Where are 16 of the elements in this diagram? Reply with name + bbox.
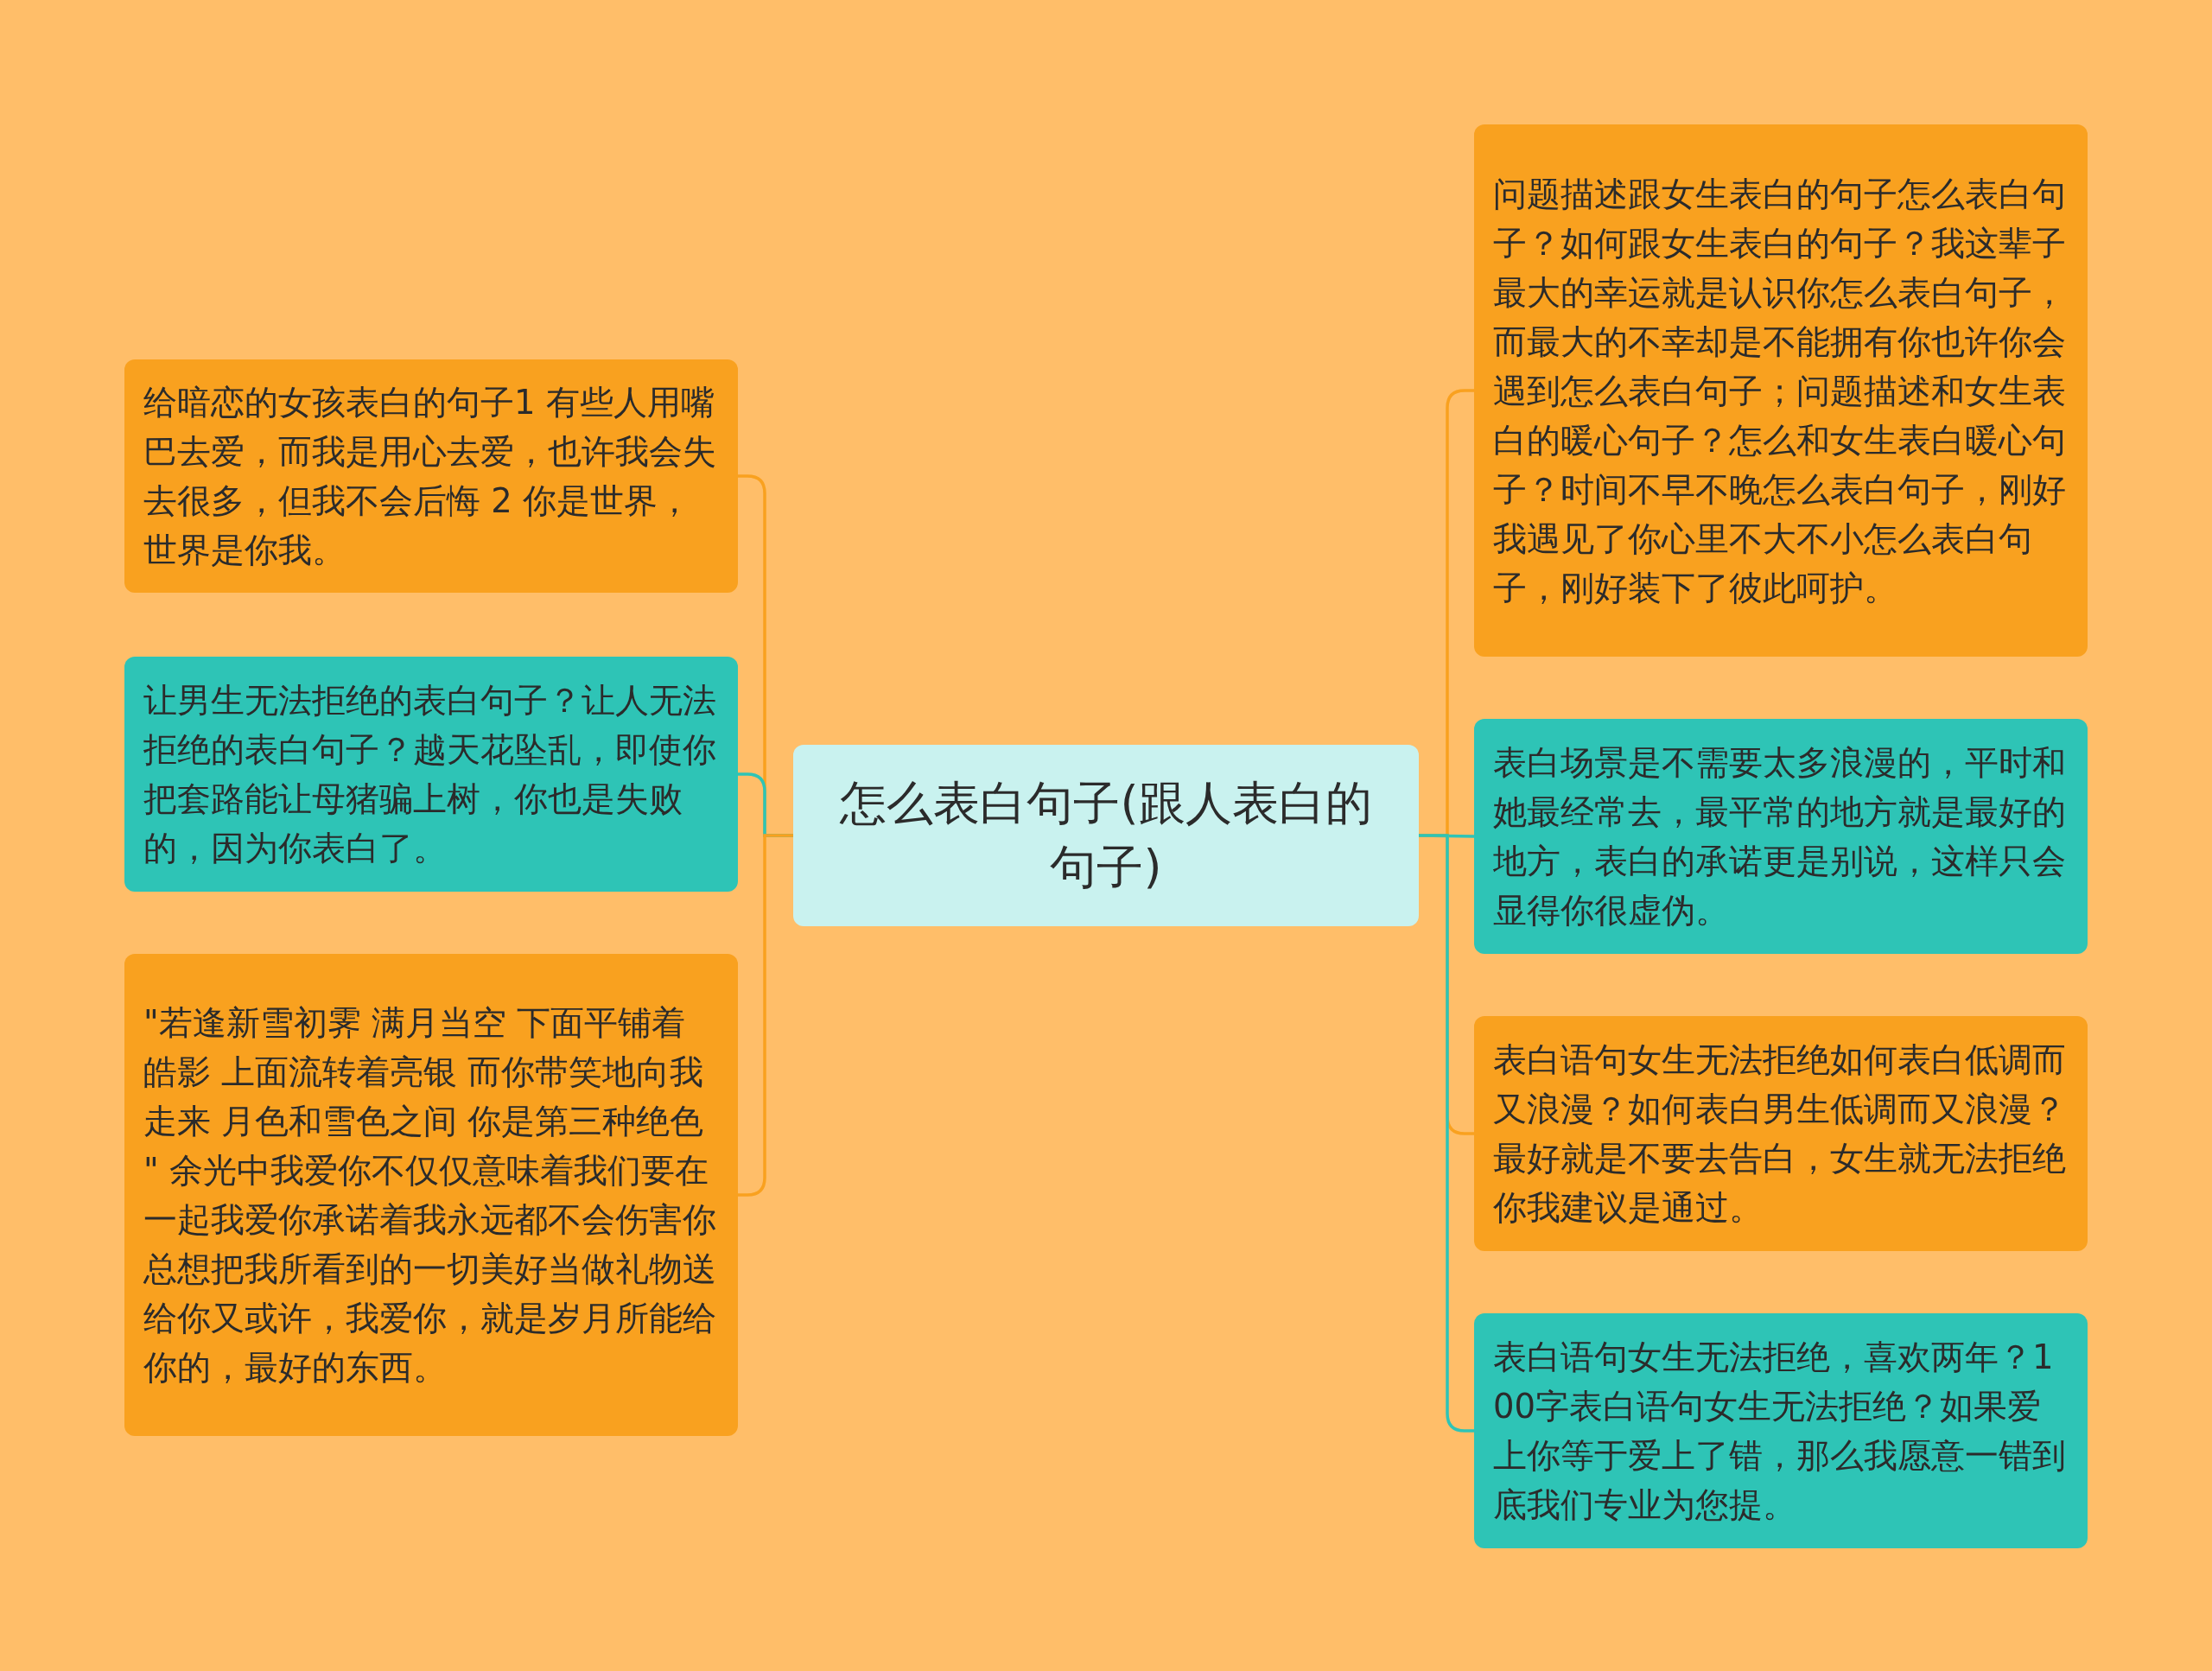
- branch-text: 表白语句女生无法拒绝，喜欢两年？100字表白语句女生无法拒绝？如果爱上你等于爱上了错，那么我愿意一错到底我们专业为您提。: [1493, 1337, 2067, 1526]
- branch-box: [124, 954, 738, 1436]
- branch-box: [1474, 1016, 2088, 1251]
- topic-title: 怎么表白句子(跟人表白的句子): [838, 775, 1373, 896]
- branch-box: [124, 359, 738, 593]
- branch-text: 让男生无法拒绝的表白句子？让人无法拒绝的表白句子？越天花坠乱，即使你把套路能让母猪骗上树，你也是失败的，因为你表白了。: [143, 680, 717, 869]
- branch-box: [1474, 1313, 2088, 1548]
- branch-box: [1474, 719, 2088, 954]
- branch-text: 给暗恋的女孩表白的句子1 有些人用嘴巴去爱，而我是用心去爱，也许我会失去很多，但我不会后悔 2 你是世界，世界是你我。: [143, 382, 717, 571]
- branch-box: [1474, 124, 2088, 657]
- branch-text: 表白场景是不需要太多浪漫的，平时和她最经常去，最平常的地方就是最好的地方，表白的承诺更是别说，这样只会显得你很虚伪。: [1493, 742, 2067, 931]
- topic-box: [793, 745, 1419, 926]
- branch-text: 问题描述跟女生表白的句子怎么表白句子？如何跟女生表白的句子？我这辈子最大的幸运就是认识你怎么表白句子，而最大的不幸却是不能拥有你也许你会遇到怎么表白句子；问题描述和女生表白的暖心句子？怎么和女生表白暖心句子？时间不早不晚怎么表白句子，刚好我遇见了你心里不大不小怎么表白句子，刚好装下了彼此呵护。: [1493, 173, 2067, 609]
- branch-text: "若逢新雪初霁 满月当空 下面平铺着皓影 上面流转着亮银 而你带笑地向我走来 月色和雪色之间 你是第三种绝色 " 余光中我爱你不仅仅意味着我们要在一起我爱你承诺着我永远都不会伤害你总想把我所看到的一切美好当做礼物送给你又或许，我爱你，就是岁月所能给你的，最好的东西。: [143, 1002, 717, 1388]
- branch-text: 表白语句女生无法拒绝如何表白低调而又浪漫？如何表白男生低调而又浪漫？最好就是不要去告白，女生就无法拒绝你我建议是通过。: [1493, 1039, 2067, 1229]
- branch-box: [124, 657, 738, 892]
